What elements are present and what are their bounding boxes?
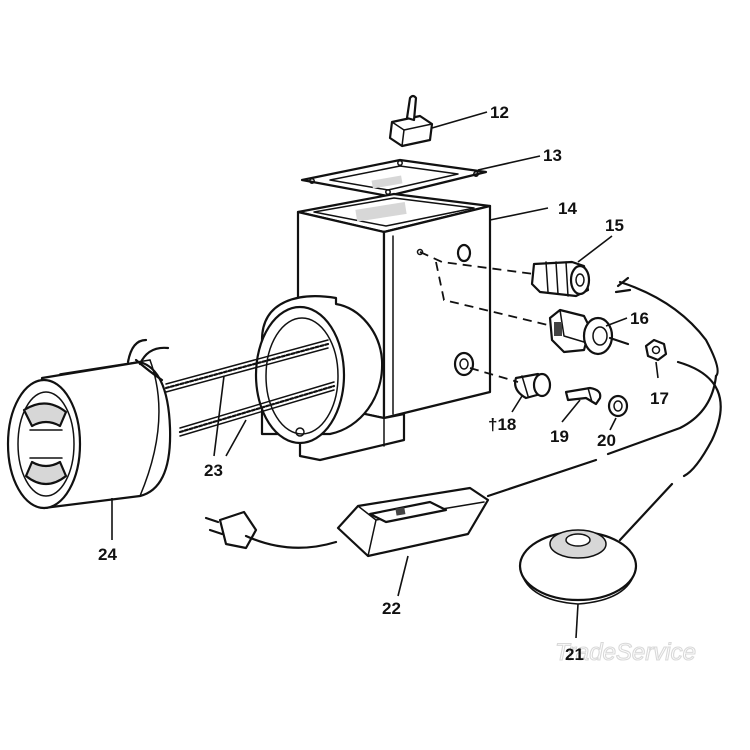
leader-12 <box>431 111 488 129</box>
leader-21 <box>575 603 579 639</box>
callout-17: 17 <box>650 389 669 408</box>
leader-14 <box>489 207 549 221</box>
part-15-bushing <box>530 260 591 298</box>
watermark: TradeService <box>555 639 696 666</box>
leader-22 <box>397 555 409 597</box>
part-17-nut <box>644 338 668 362</box>
assembly-dash-upper <box>419 251 535 275</box>
part-16-potentiometer <box>548 308 630 356</box>
leader-19 <box>561 399 581 423</box>
callout-20: 20 <box>597 431 616 450</box>
leader-18 <box>511 395 523 413</box>
callout-14: 14 <box>558 199 577 218</box>
leader-15 <box>577 235 613 263</box>
callout-12: 12 <box>490 103 509 122</box>
leader-23 <box>213 375 247 457</box>
callout-15: 15 <box>605 216 624 235</box>
callout-21: 21 <box>565 645 584 664</box>
part-23-rods <box>164 339 336 437</box>
callout-23: 23 <box>204 461 223 480</box>
callout-13: 13 <box>543 146 562 165</box>
part-18-fuse <box>514 372 552 400</box>
assembly-dash-lower <box>469 367 519 383</box>
part-21-foot-pedal <box>518 276 722 605</box>
part-12-toggle-switch <box>388 94 434 148</box>
leader-17 <box>655 361 659 379</box>
part-19-clip <box>564 386 602 406</box>
part-22-cord-switch <box>204 374 718 558</box>
leader-13 <box>477 155 541 171</box>
part-24-motor-stator <box>6 338 172 510</box>
assembly-dash-middle <box>435 261 553 327</box>
leader-16 <box>605 317 628 327</box>
callout-16: 16 <box>630 309 649 328</box>
callout-22: 22 <box>382 599 401 618</box>
part-14-housing <box>254 192 492 462</box>
callout-18: †18 <box>488 415 516 434</box>
part-20-washer <box>607 394 629 418</box>
part-13-gasket <box>300 158 488 198</box>
leader-20 <box>609 417 617 431</box>
callout-24: 24 <box>98 545 117 564</box>
callout-19: 19 <box>550 427 569 446</box>
